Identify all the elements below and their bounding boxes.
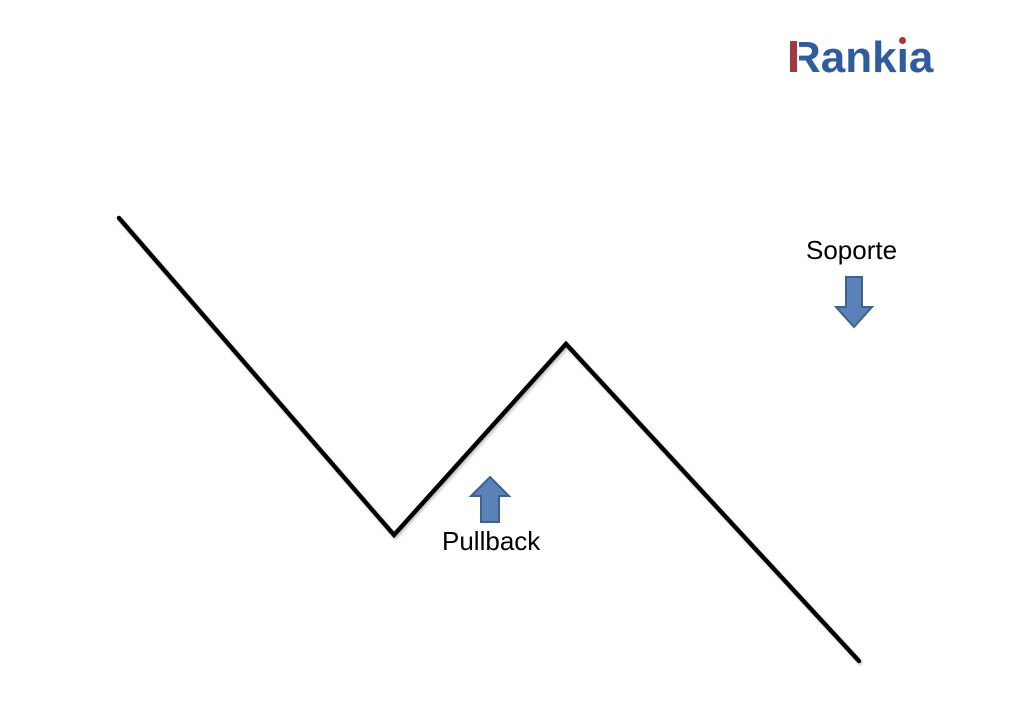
support-down-arrow-icon: [833, 276, 875, 329]
logo-text-after-i: a: [908, 33, 934, 82]
logo-text-before-i: Rank: [789, 33, 897, 82]
pullback-up-arrow-icon: [468, 475, 512, 523]
pullback-label: Pullback: [442, 526, 541, 556]
logo-i-dot-icon: [898, 37, 906, 44]
logo-i-letter: ı: [897, 36, 909, 80]
logo-dotless-i: ı: [896, 33, 909, 82]
price-line: [116, 215, 862, 664]
support-label: Soporte: [806, 235, 898, 265]
logo-red-bar-icon: [790, 41, 799, 72]
